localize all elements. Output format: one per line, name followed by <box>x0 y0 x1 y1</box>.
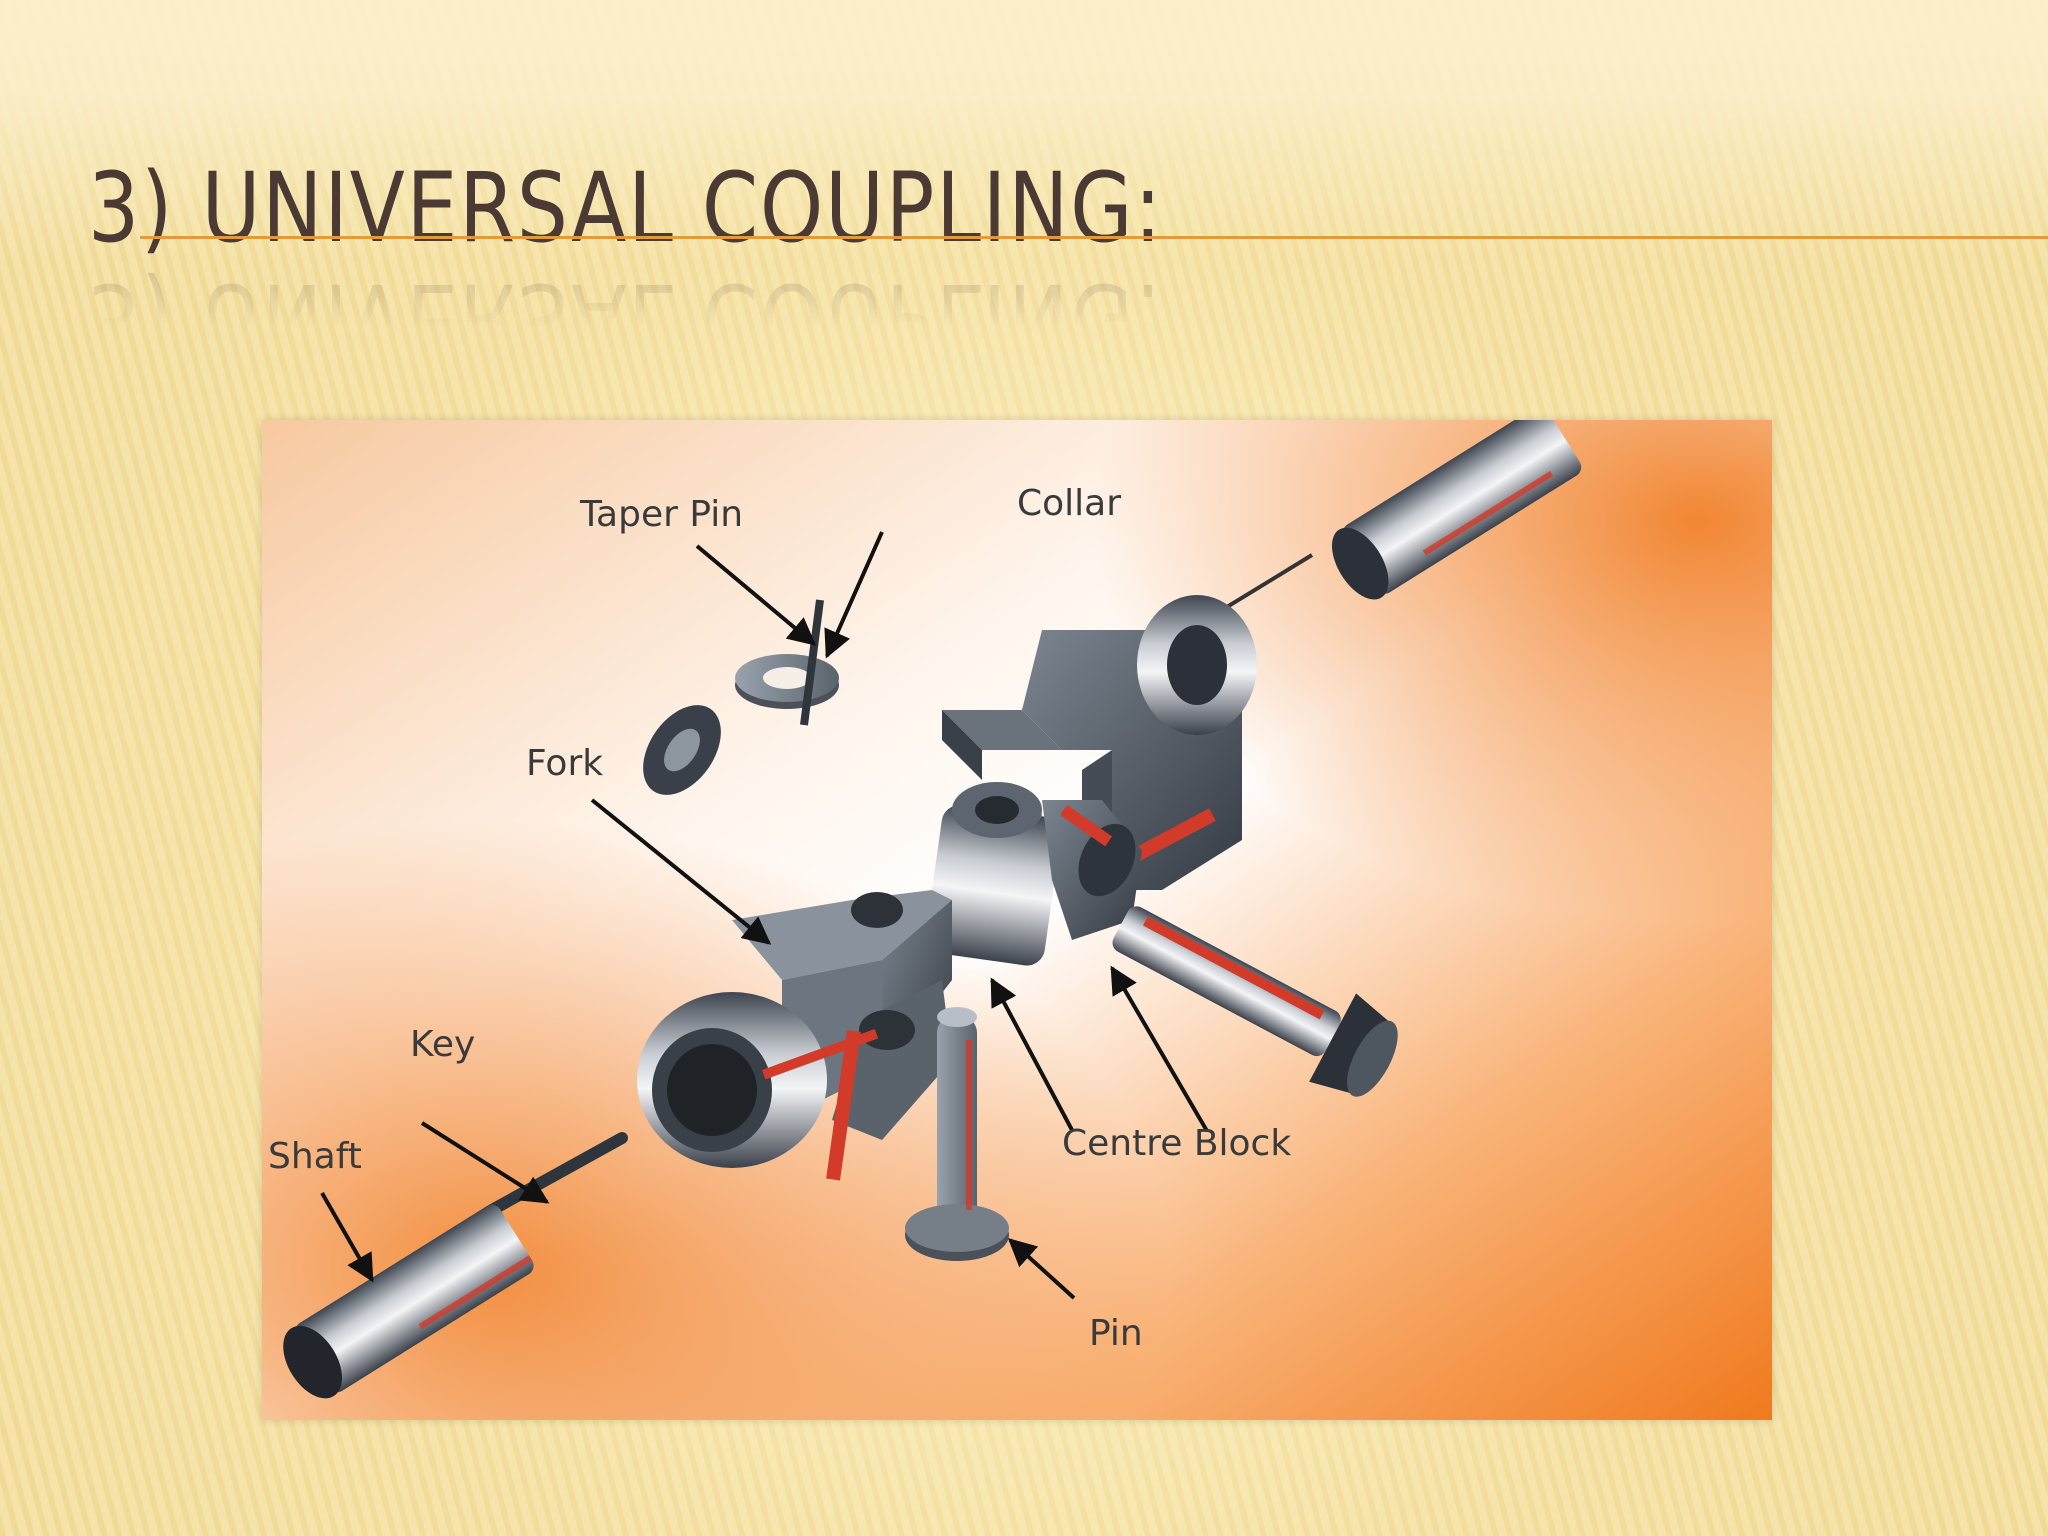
centre-block-part <box>925 782 1142 966</box>
title-underline <box>140 236 2048 239</box>
callout-arrows <box>320 531 1209 1300</box>
label-taper-pin: Taper Pin <box>579 494 743 535</box>
label-shaft: Shaft <box>268 1136 362 1177</box>
right-shaft <box>1331 420 1582 600</box>
bolt-part <box>1112 906 1398 1097</box>
label-pin: Pin <box>1089 1313 1143 1354</box>
label-fork: Fork <box>526 743 603 784</box>
key-part <box>486 1132 628 1216</box>
title-area: 3) UNIVERSAL COUPLING: 3) UNIVERSAL COUP… <box>0 0 2048 374</box>
taper-pin-part <box>643 599 824 795</box>
universal-coupling-diagram: Taper Pin Collar Fork Key Shaft Centre B… <box>262 420 1772 1420</box>
label-collar: Collar <box>1017 483 1121 524</box>
left-shaft <box>283 1204 534 1399</box>
collar-part <box>735 654 839 709</box>
slide-title: 3) UNIVERSAL COUPLING: <box>88 152 1164 264</box>
label-centre-block: Centre Block <box>1062 1123 1291 1164</box>
pin-part <box>905 1007 1009 1261</box>
left-fork <box>637 890 952 1181</box>
label-key: Key <box>410 1024 475 1065</box>
